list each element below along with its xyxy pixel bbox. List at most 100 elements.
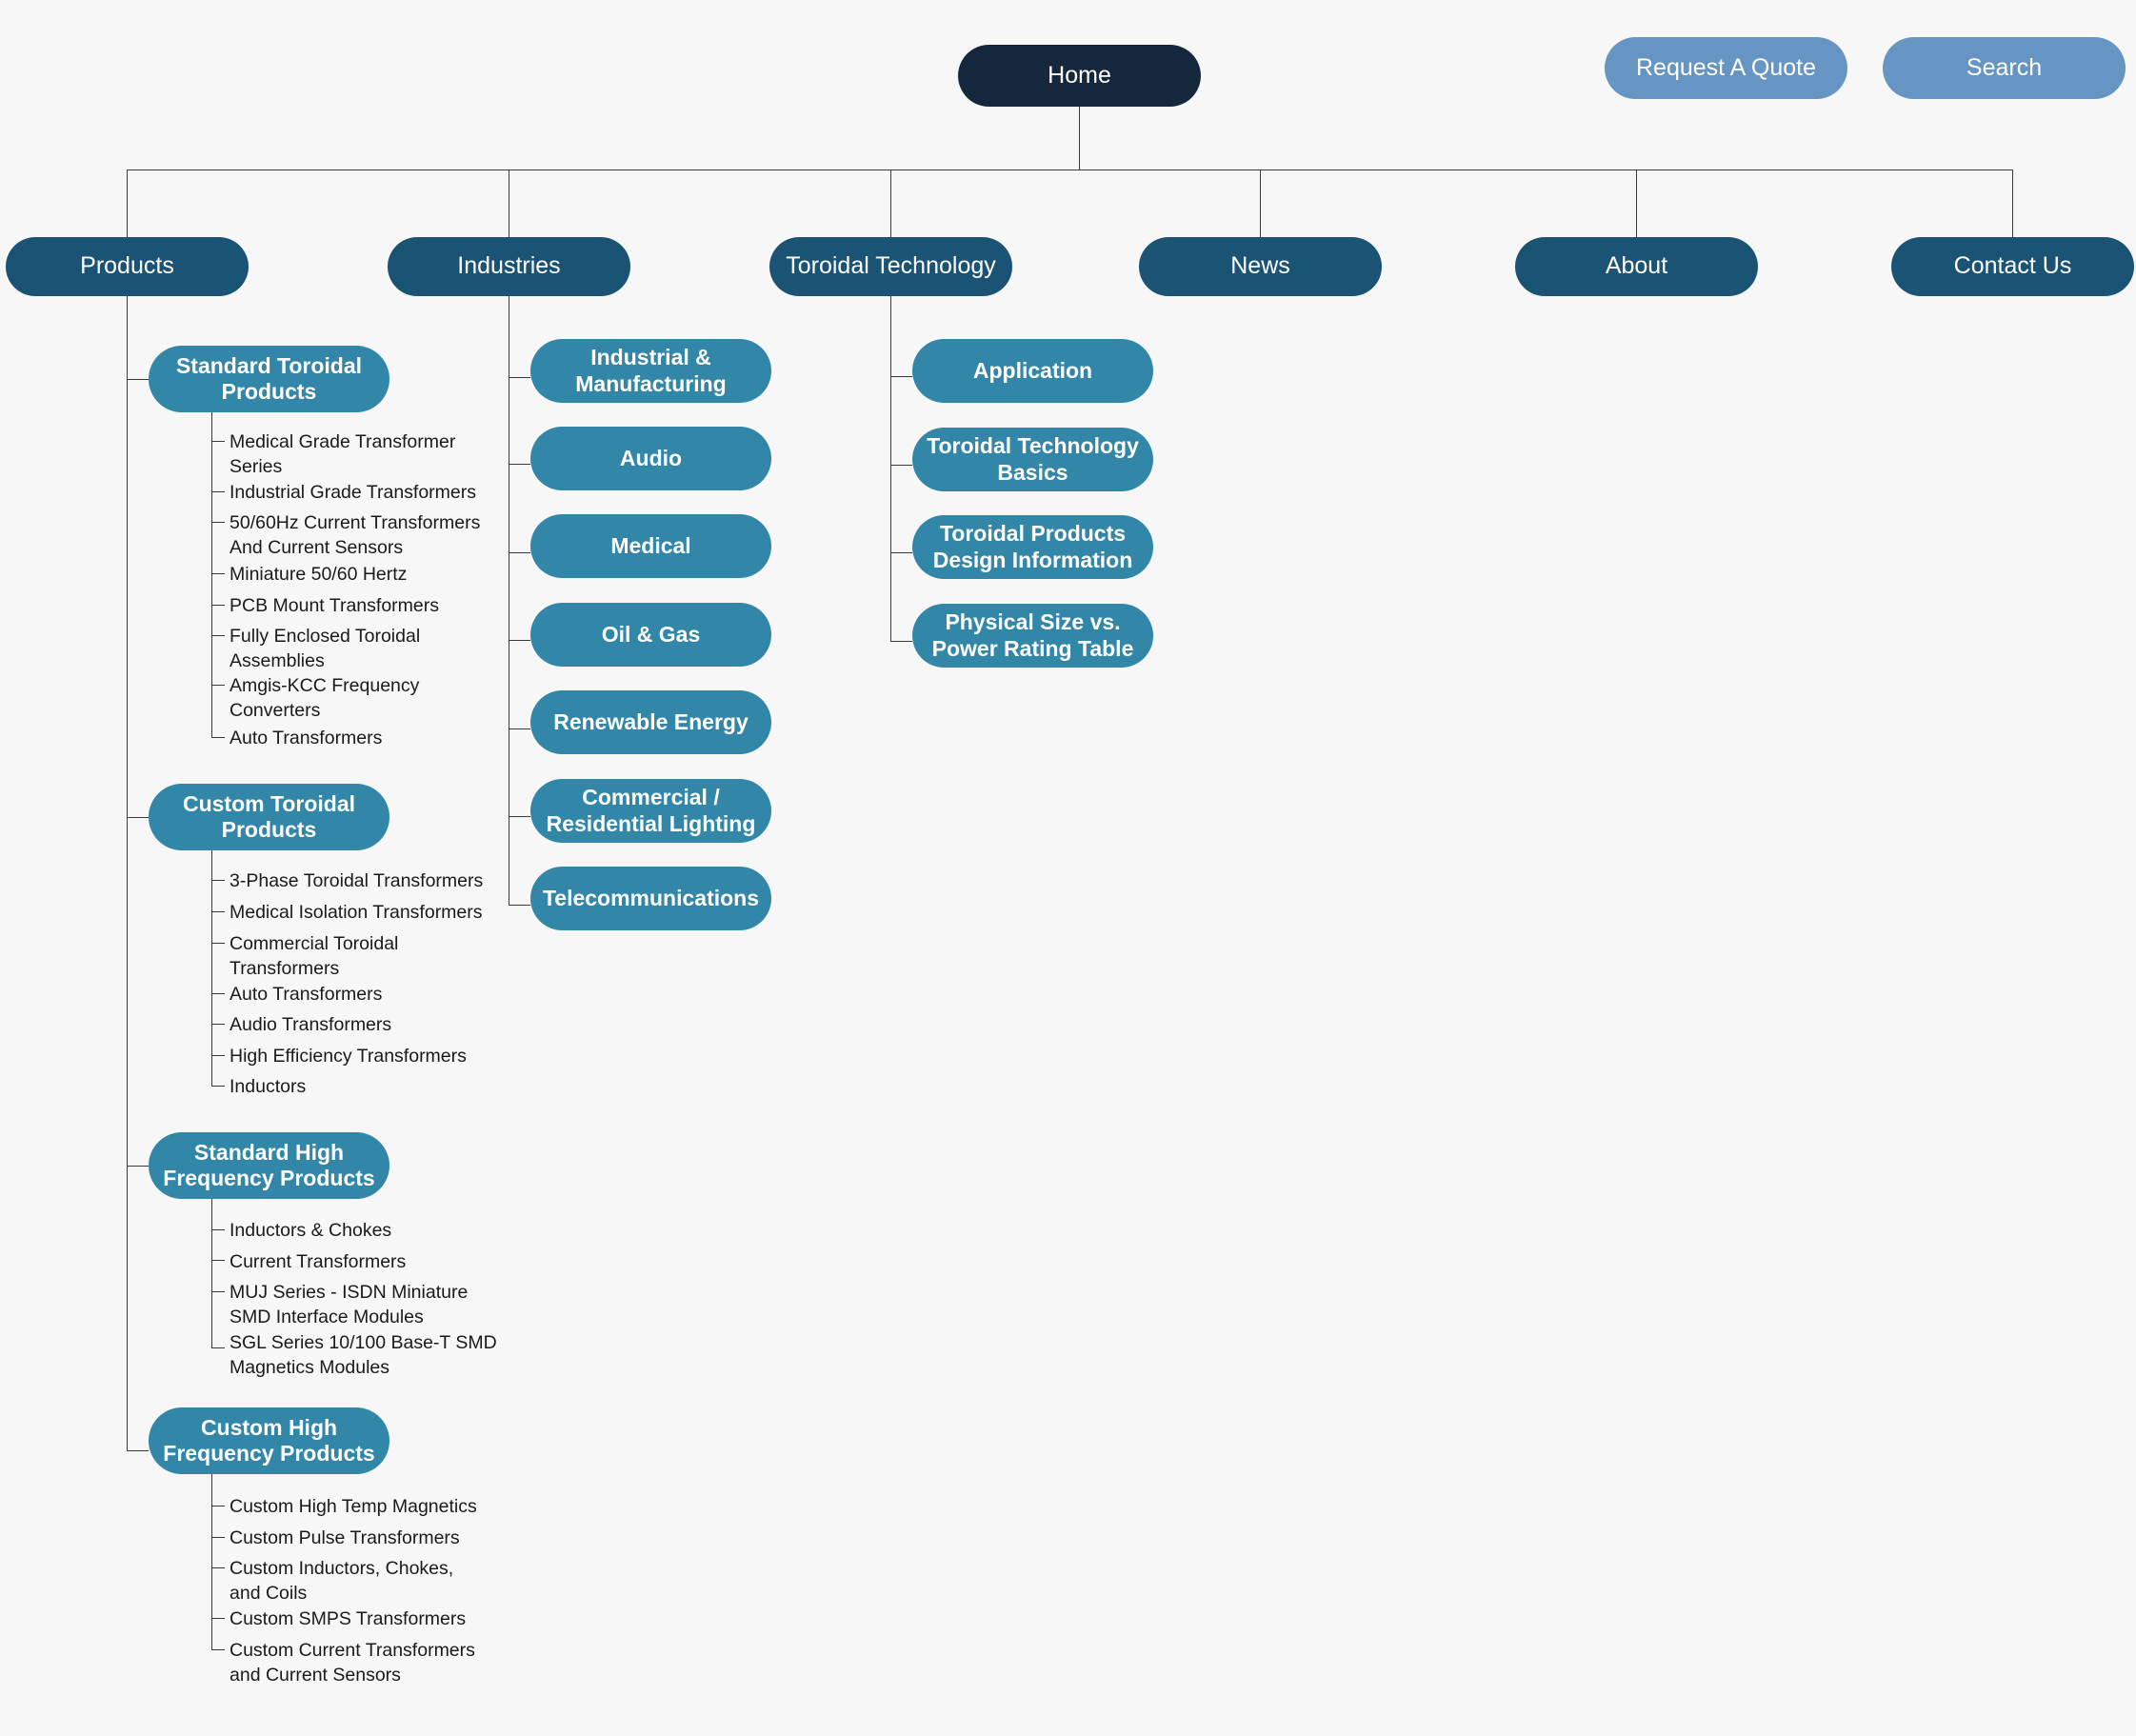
node-renewable-energy-label: Renewable Energy <box>553 708 749 734</box>
connector-g0-tick-7 <box>211 737 225 738</box>
connector-g1-tick-3 <box>211 993 225 994</box>
connector-g3-tick-4 <box>211 1649 225 1650</box>
connector-g0-tick-2 <box>211 522 225 523</box>
connector-products-stub-1 <box>127 817 149 818</box>
node-telecommunications-label: Telecommunications <box>542 885 760 910</box>
connector-drop-products <box>127 170 128 237</box>
leaf-item[interactable]: Auto Transformers <box>230 984 383 1005</box>
node-products[interactable]: Products <box>6 237 249 296</box>
node-standard-toroidal-products-label: Standard Toroidal Products <box>175 352 363 404</box>
leaf-item[interactable]: 3-Phase Toroidal Transformers <box>230 870 484 891</box>
leaf-item[interactable]: Custom Pulse Transformers <box>230 1527 460 1548</box>
leaf-item[interactable]: Amgis-KCC Frequency Converters <box>230 675 420 721</box>
connector-g0-tick-5 <box>211 635 225 636</box>
node-about[interactable]: About <box>1515 237 1758 296</box>
connector-products-spine <box>127 296 128 1450</box>
node-industrial-manufacturing[interactable]: Industrial & Manufacturing <box>530 339 771 403</box>
leaf-item[interactable]: Inductors <box>230 1076 307 1097</box>
leaf-item[interactable]: MUJ Series - ISDN Miniature SMD Interfac… <box>230 1282 469 1327</box>
connector-tech-stub-3 <box>890 641 912 642</box>
leaf-item[interactable]: SGL Series 10/100 Base-T SMD Magnetics M… <box>230 1332 497 1378</box>
connector-tech-stub-2 <box>890 552 912 553</box>
node-industries-label: Industries <box>457 252 561 280</box>
node-toroidal-technology[interactable]: Toroidal Technology <box>769 237 1012 296</box>
connector-industries-stub-2 <box>509 552 530 553</box>
node-commercial-residential-lighting[interactable]: Commercial / Residential Lighting <box>530 779 771 843</box>
connector-g1-leafspine <box>211 850 212 1086</box>
node-custom-high-frequency-products[interactable]: Custom High Frequency Products <box>149 1407 389 1474</box>
node-standard-toroidal-products[interactable]: Standard Toroidal Products <box>149 346 389 412</box>
connector-g3-tick-3 <box>211 1618 225 1619</box>
node-news[interactable]: News <box>1139 237 1382 296</box>
connector-g1-tick-4 <box>211 1024 225 1025</box>
node-toroidal-technology-basics[interactable]: Toroidal Technology Basics <box>912 428 1153 491</box>
node-custom-high-frequency-products-label: Custom High Frequency Products <box>163 1414 375 1466</box>
leaf-item[interactable]: Custom High Temp Magnetics <box>230 1496 477 1517</box>
node-audio[interactable]: Audio <box>530 427 771 490</box>
node-renewable-energy[interactable]: Renewable Energy <box>530 690 771 754</box>
connector-industries-stub-0 <box>509 377 530 378</box>
node-medical-label: Medical <box>610 532 691 558</box>
leaf-item[interactable]: 50/60Hz Current Transformers And Current… <box>230 512 481 558</box>
connector-toroidal-technology-spine <box>890 296 891 642</box>
button-request-a-quote[interactable]: Request A Quote <box>1605 37 1847 99</box>
leaf-item[interactable]: Custom Inductors, Chokes, and Coils <box>230 1558 454 1604</box>
node-telecommunications[interactable]: Telecommunications <box>530 867 771 930</box>
node-standard-high-frequency-products[interactable]: Standard High Frequency Products <box>149 1132 389 1199</box>
leaf-item[interactable]: Commercial Toroidal Transformers <box>230 933 399 979</box>
node-toroidal-products-design-information[interactable]: Toroidal Products Design Information <box>912 515 1153 579</box>
connector-g2-tick-1 <box>211 1260 225 1261</box>
connector-g2-tick-3 <box>211 1347 225 1348</box>
connector-g0-tick-4 <box>211 605 225 606</box>
node-application-label: Application <box>972 357 1093 383</box>
leaf-item[interactable]: PCB Mount Transformers <box>230 595 439 616</box>
connector-products-stub-0 <box>127 379 149 380</box>
node-commercial-residential-lighting-label: Commercial / Residential Lighting <box>546 785 756 836</box>
connector-g3-tick-0 <box>211 1506 225 1507</box>
connector-home-stem <box>1079 107 1080 170</box>
node-oil-gas[interactable]: Oil & Gas <box>530 603 771 667</box>
node-custom-toroidal-products[interactable]: Custom Toroidal Products <box>149 784 389 850</box>
connector-drop-toroidal-technology <box>890 170 891 237</box>
connector-g0-tick-3 <box>211 573 225 574</box>
node-industries[interactable]: Industries <box>388 237 630 296</box>
leaf-item[interactable]: Audio Transformers <box>230 1014 392 1035</box>
connector-g0-tick-0 <box>211 441 225 442</box>
leaf-item[interactable]: Custom SMPS Transformers <box>230 1608 467 1629</box>
leaf-item[interactable]: Medical Grade Transformer Series <box>230 431 456 477</box>
node-toroidal-products-design-information-label: Toroidal Products Design Information <box>932 521 1133 572</box>
node-physical-size-vs-power-rating-table[interactable]: Physical Size vs. Power Rating Table <box>912 604 1153 668</box>
connector-drop-about <box>1636 170 1637 237</box>
connector-industries-stub-6 <box>509 905 530 906</box>
leaf-item[interactable]: Auto Transformers <box>230 728 383 748</box>
node-home[interactable]: Home <box>958 45 1201 107</box>
connector-g0-tick-6 <box>211 685 225 686</box>
node-application[interactable]: Application <box>912 339 1153 403</box>
connector-industries-stub-5 <box>509 816 530 817</box>
node-toroidal-technology-basics-label: Toroidal Technology Basics <box>927 433 1139 485</box>
connector-g1-tick-0 <box>211 880 225 881</box>
connector-g2-tick-2 <box>211 1291 225 1292</box>
leaf-item[interactable]: Medical Isolation Transformers <box>230 902 483 923</box>
leaf-item[interactable]: Miniature 50/60 Hertz <box>230 564 408 585</box>
leaf-item[interactable]: Custom Current Transformers and Current … <box>230 1640 475 1686</box>
connector-industries-stub-4 <box>509 728 530 729</box>
connector-drop-news <box>1260 170 1261 237</box>
button-search[interactable]: Search <box>1883 37 2126 99</box>
connector-g1-tick-5 <box>211 1055 225 1056</box>
leaf-item[interactable]: Inductors & Chokes <box>230 1220 392 1241</box>
leaf-item[interactable]: Fully Enclosed Toroidal Assemblies <box>230 626 421 671</box>
connector-g1-tick-6 <box>211 1086 225 1087</box>
node-industrial-manufacturing-label: Industrial & Manufacturing <box>575 345 727 396</box>
leaf-item[interactable]: Current Transformers <box>230 1251 407 1272</box>
node-medical[interactable]: Medical <box>530 514 771 578</box>
node-contact-us[interactable]: Contact Us <box>1891 237 2134 296</box>
leaf-item[interactable]: High Efficiency Transformers <box>230 1046 467 1067</box>
button-request-a-quote-label: Request A Quote <box>1635 53 1817 81</box>
connector-g3-tick-2 <box>211 1567 225 1568</box>
connector-g2-leafspine <box>211 1199 212 1347</box>
leaf-item[interactable]: Industrial Grade Transformers <box>230 482 477 503</box>
node-custom-toroidal-products-label: Custom Toroidal Products <box>182 790 355 842</box>
node-home-label: Home <box>1048 61 1111 89</box>
